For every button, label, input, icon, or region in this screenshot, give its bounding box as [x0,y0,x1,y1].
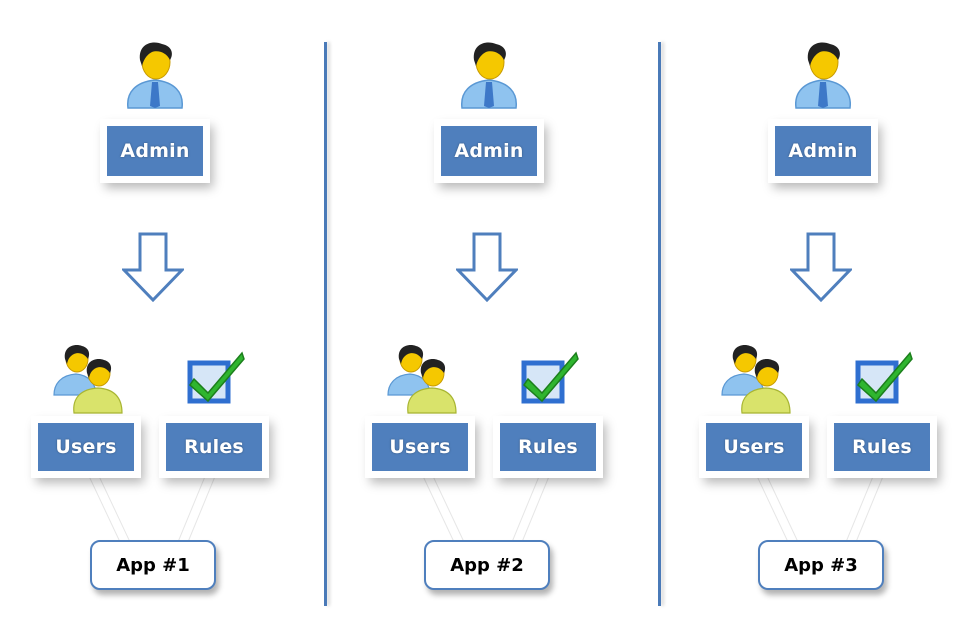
down-arrow-icon [456,232,518,302]
connector-lines [87,473,217,543]
admin-box: Admin [768,119,878,183]
checkbox-checked-icon [187,351,245,404]
admin-box: Admin [100,119,210,183]
panel-divider [658,42,661,606]
checkbox-checked-icon [855,351,913,404]
down-arrow-icon [790,232,852,302]
admin-user-icon [795,42,851,109]
admin-user-icon [127,42,183,109]
app-box: App #1 [90,540,216,590]
panel-app-2: Admin Users Rules App #2 [334,0,658,642]
panel-app-3: Admin Users Rules App #3 [668,0,972,642]
users-group-icon [53,345,123,414]
app-box: App #2 [424,540,550,590]
admin-box: Admin [434,119,544,183]
checkbox-checked-icon [521,351,579,404]
down-arrow-icon [122,232,184,302]
rules-box: Rules [159,416,269,478]
users-box: Users [365,416,475,478]
admin-user-icon [461,42,517,109]
app-box: App #3 [758,540,884,590]
users-box: Users [699,416,809,478]
panel-app-1: Admin Users Rules App #1 [0,0,324,642]
users-box: Users [31,416,141,478]
users-group-icon [721,345,791,414]
rules-box: Rules [493,416,603,478]
panel-divider [324,42,327,606]
users-group-icon [387,345,457,414]
rules-box: Rules [827,416,937,478]
